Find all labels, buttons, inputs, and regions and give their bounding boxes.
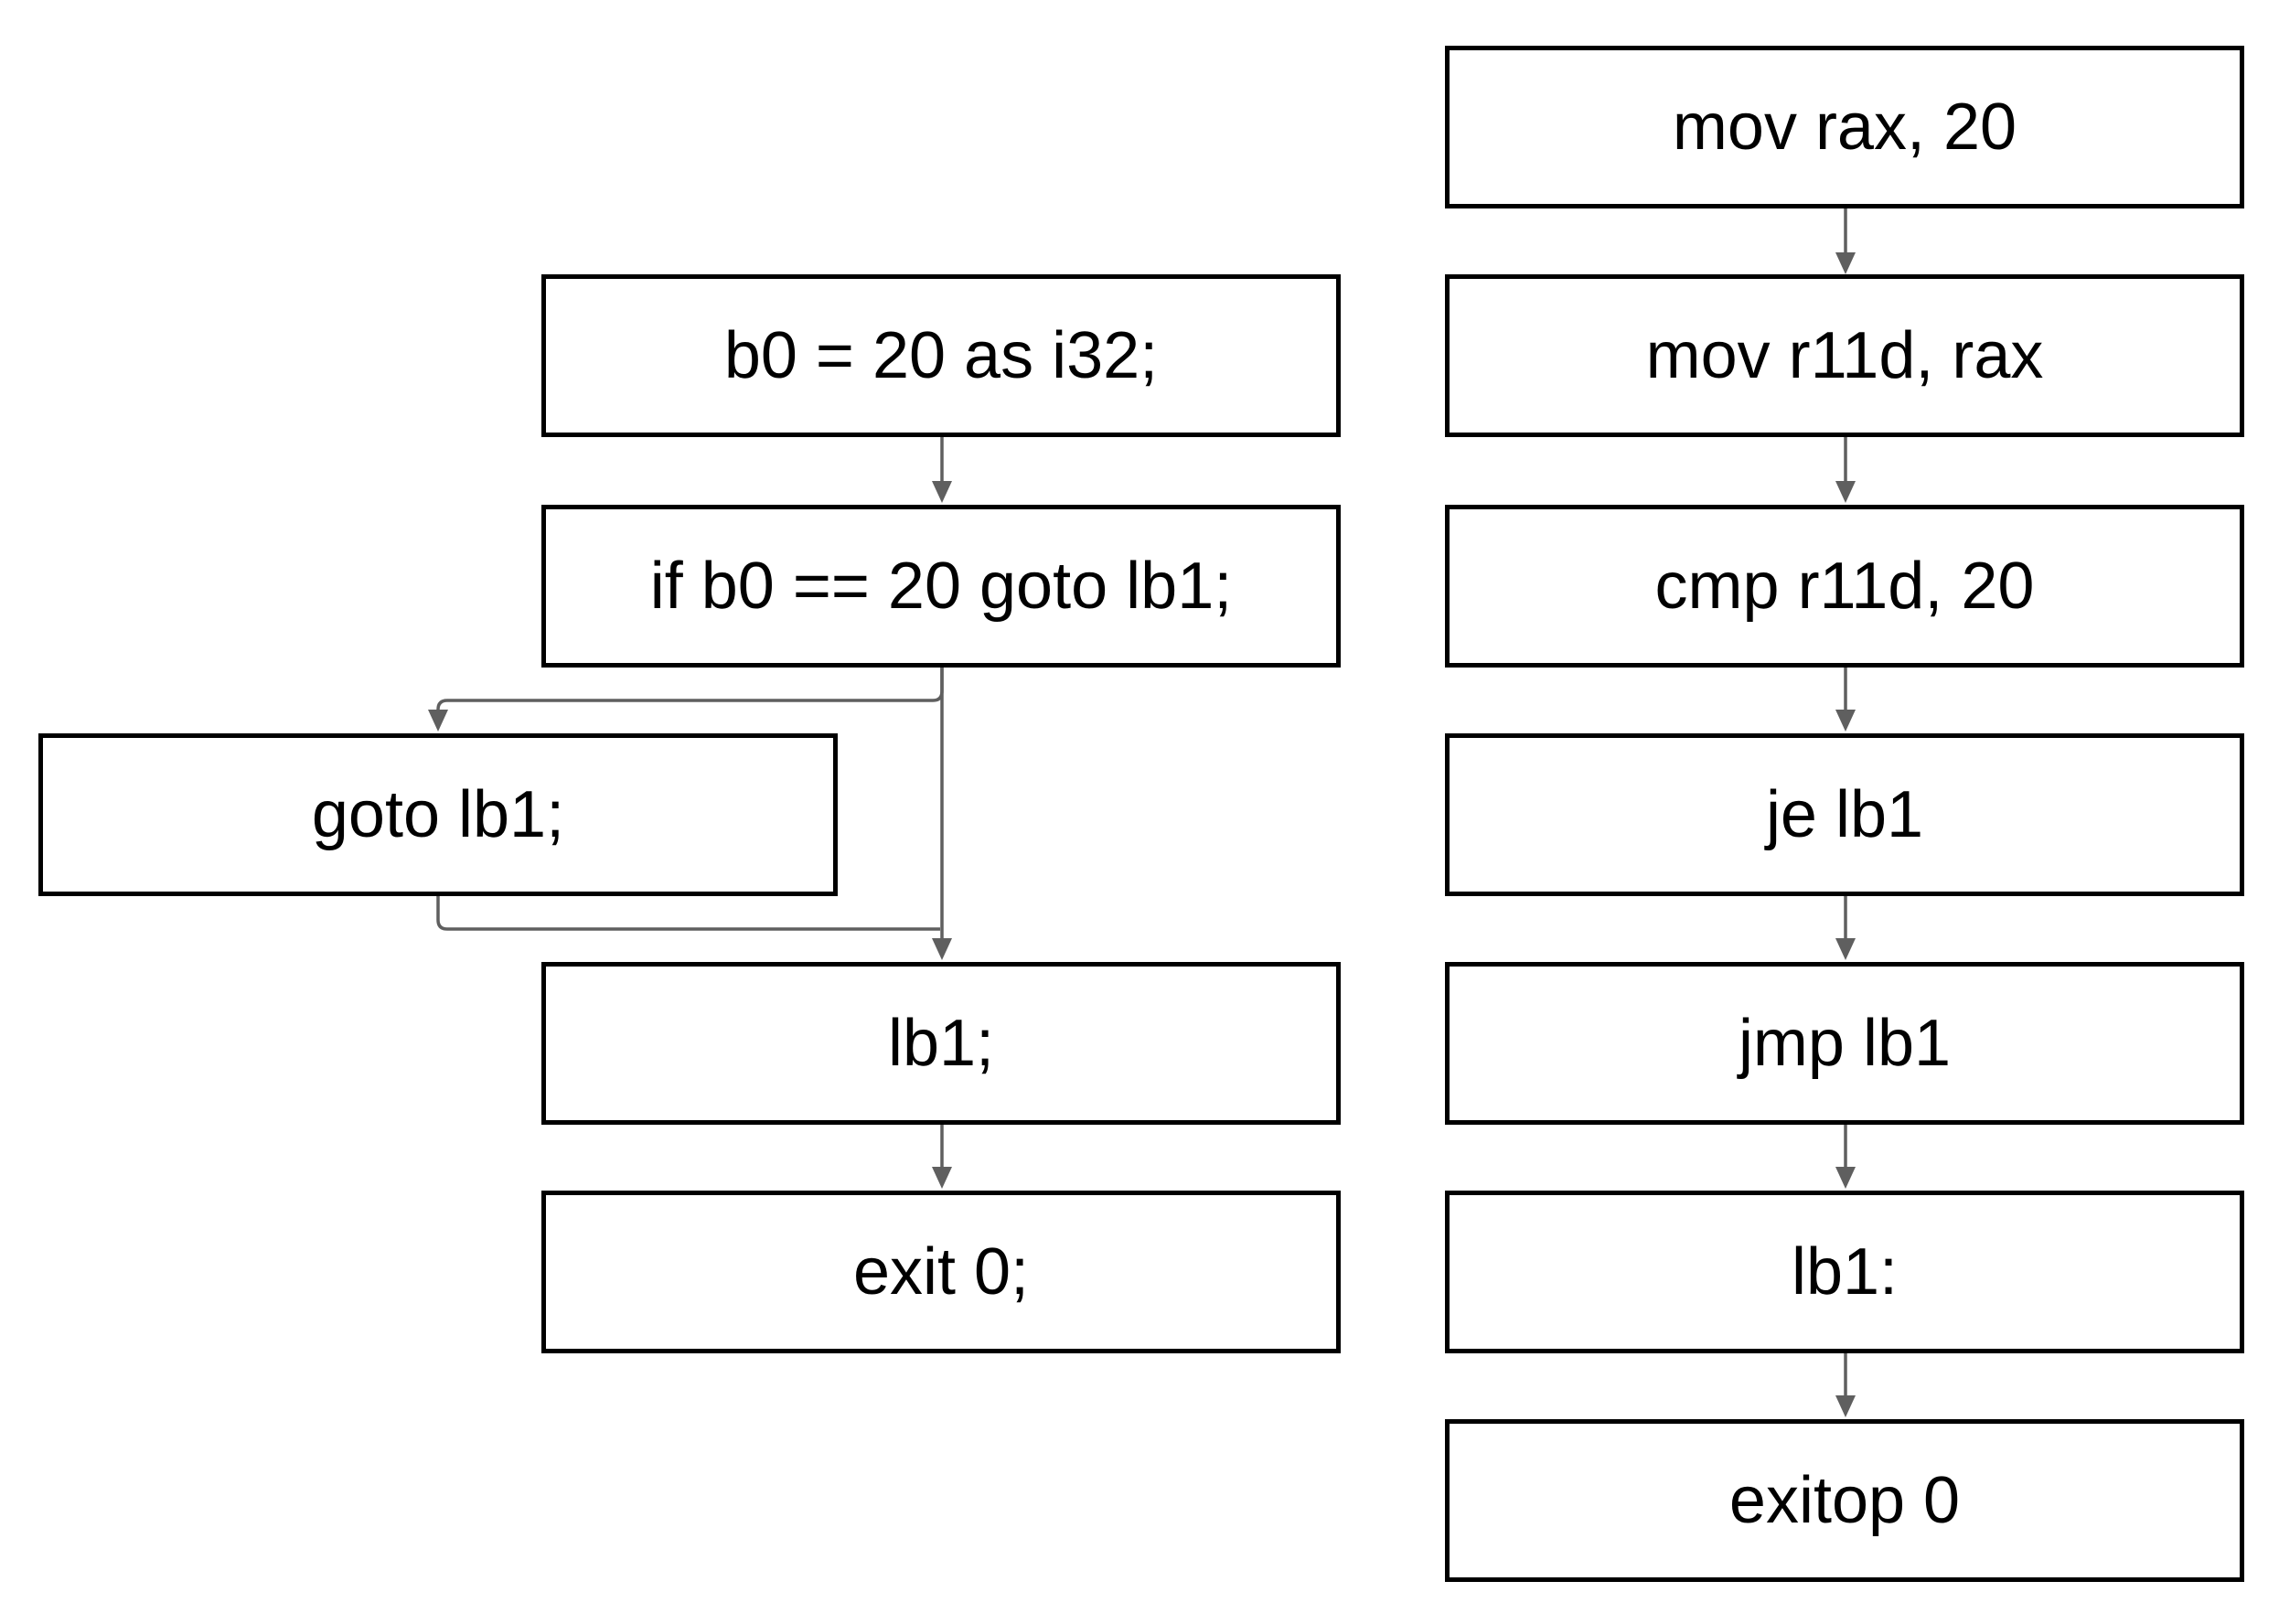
edge-lb1-to-exit: [932, 1125, 952, 1189]
edge-goto-to-lb1: [436, 896, 940, 931]
node-b0-assign-label: b0 = 20 as i32;: [723, 319, 1159, 392]
edge-if-to-lb1: [932, 668, 952, 960]
node-asm-label-text: lb1:: [1791, 1235, 1899, 1309]
node-je-label: je lb1: [1765, 778, 1924, 851]
node-asm-label: lb1:: [1445, 1191, 2244, 1353]
node-b0-assign: b0 = 20 as i32;: [541, 274, 1341, 437]
node-exit-label: exit 0;: [852, 1235, 1030, 1309]
edge-mov-rax-to-mov-r11d: [1835, 208, 1856, 274]
edge-jmp-to-label: [1835, 1125, 1856, 1189]
node-jmp: jmp lb1: [1445, 962, 2244, 1125]
node-if-goto-label: if b0 == 20 goto lb1;: [649, 550, 1233, 623]
node-mov-rax: mov rax, 20: [1445, 46, 2244, 208]
node-cmp-label: cmp r11d, 20: [1654, 550, 2035, 623]
node-exit: exit 0;: [541, 1191, 1341, 1353]
node-je: je lb1: [1445, 733, 2244, 896]
node-mov-r11d: mov r11d, rax: [1445, 274, 2244, 437]
edge-b0-to-if: [932, 437, 952, 503]
node-mov-rax-label: mov rax, 20: [1672, 91, 2017, 164]
node-exitop: exitop 0: [1445, 1419, 2244, 1582]
node-lb1: lb1;: [541, 962, 1341, 1125]
node-jmp-label: jmp lb1: [1738, 1007, 1952, 1080]
node-cmp: cmp r11d, 20: [1445, 505, 2244, 668]
edge-label-to-exitop: [1835, 1353, 1856, 1417]
edge-mov-r11d-to-cmp: [1835, 437, 1856, 503]
edge-je-to-jmp: [1835, 896, 1856, 960]
node-if-goto: if b0 == 20 goto lb1;: [541, 505, 1341, 668]
node-mov-r11d-label: mov r11d, rax: [1645, 319, 2044, 392]
edge-if-to-goto: [428, 668, 944, 732]
node-exitop-label: exitop 0: [1728, 1464, 1961, 1537]
node-lb1-label: lb1;: [887, 1007, 995, 1080]
edge-cmp-to-je: [1835, 668, 1856, 732]
node-goto-label: goto lb1;: [311, 778, 565, 851]
node-goto: goto lb1;: [38, 733, 838, 896]
